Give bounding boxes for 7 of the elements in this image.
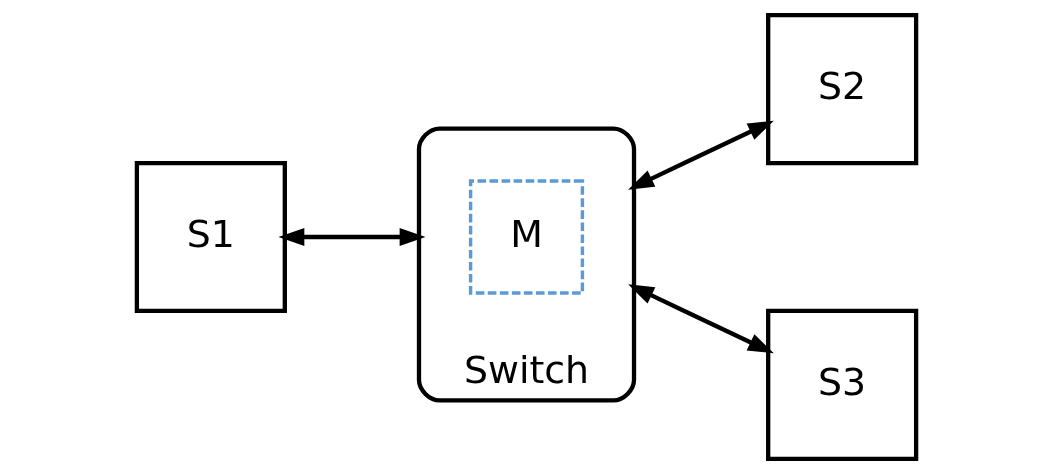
node-box: S2 <box>766 12 919 166</box>
node-box: S3 <box>766 308 919 462</box>
arrow <box>628 120 774 190</box>
arrow <box>628 284 774 354</box>
node-box: M <box>468 179 585 295</box>
arrow <box>278 227 426 247</box>
node-box: S1 <box>134 160 287 314</box>
